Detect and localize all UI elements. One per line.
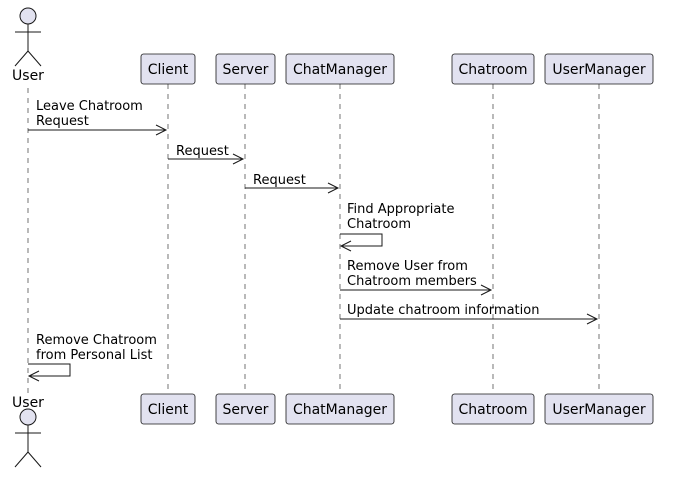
participant-server-bottom: Server xyxy=(215,393,276,425)
arrowhead xyxy=(155,124,168,136)
message-remove-from-list: Remove Chatroom from Personal List xyxy=(27,333,157,382)
arrowhead xyxy=(327,182,340,194)
arrowhead xyxy=(232,153,245,165)
message-label-line: from Personal List xyxy=(36,348,153,363)
participant-chatroom-bottom: Chatroom xyxy=(451,393,535,425)
message-label-line: Remove Chatroom xyxy=(36,333,157,348)
participant-client-bottom: Client xyxy=(140,393,196,425)
participant-client-top: Client xyxy=(140,53,196,85)
message-label-line: Request xyxy=(176,144,229,159)
message-remove-user: Remove User from Chatroom members xyxy=(340,259,493,296)
participant-label: UserManager xyxy=(552,62,646,78)
message-find-chatroom: Find Appropriate Chatroom xyxy=(339,202,454,252)
message-label-line: Request xyxy=(36,114,89,129)
message-label-line: Request xyxy=(253,173,306,188)
message-label-line: Chatroom xyxy=(347,217,411,232)
participant-label: Client xyxy=(148,402,189,418)
actor-label: User xyxy=(12,68,44,84)
participant-server-top: Server xyxy=(215,53,276,85)
arrowhead xyxy=(27,370,40,382)
participant-label: UserManager xyxy=(552,402,646,418)
message-label-line: Leave Chatroom xyxy=(36,99,143,114)
message-server-chatmanager-request: Request xyxy=(245,173,340,194)
participant-label: ChatManager xyxy=(293,62,387,78)
actor-label: User xyxy=(12,395,44,411)
participant-label: Chatroom xyxy=(459,62,528,78)
participant-usermanager-bottom: UserManager xyxy=(544,393,654,425)
participant-label: ChatManager xyxy=(293,402,387,418)
actor-head xyxy=(19,7,37,25)
self-message-arrow xyxy=(340,233,383,247)
message-label-line: Update chatroom information xyxy=(347,303,539,318)
participant-chatmanager-top: ChatManager xyxy=(285,53,395,85)
arrowhead xyxy=(339,240,352,252)
actor-user-top: User xyxy=(12,7,44,84)
message-label-line: Remove User from xyxy=(347,259,468,274)
participant-label: Server xyxy=(223,402,269,418)
arrowhead xyxy=(586,313,599,325)
message-leave-request: Leave Chatroom Request xyxy=(28,99,168,136)
message-label-line: Chatroom members xyxy=(347,274,477,289)
message-label-line: Find Appropriate xyxy=(347,202,454,217)
participant-chatmanager-bottom: ChatManager xyxy=(285,393,395,425)
actor-head xyxy=(19,408,37,426)
actor-user-bottom: User xyxy=(12,395,44,468)
message-update-info: Update chatroom information xyxy=(340,303,599,325)
self-message-arrow xyxy=(28,363,71,377)
participant-usermanager-top: UserManager xyxy=(544,53,654,85)
message-client-server-request: Request xyxy=(168,144,245,165)
participant-label: Chatroom xyxy=(459,402,528,418)
arrowhead xyxy=(480,284,493,296)
participant-chatroom-top: Chatroom xyxy=(451,53,535,85)
participant-label: Server xyxy=(223,62,269,78)
participant-label: Client xyxy=(148,62,189,78)
